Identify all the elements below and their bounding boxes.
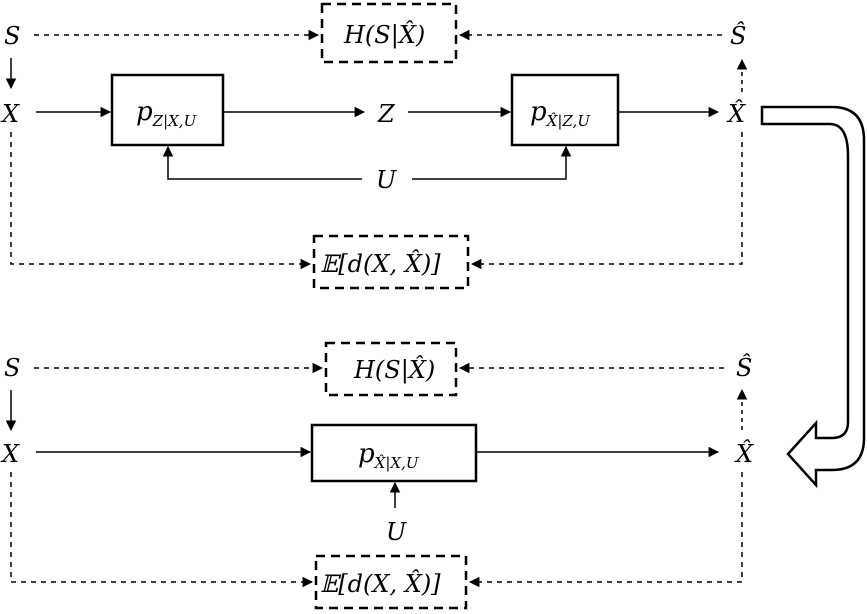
top-xhat-to-distortion-arrow (470, 132, 743, 270)
top-shared-label: U (376, 166, 397, 194)
bottom-distortion-label: 𝔼[d(X, X̂)] (320, 570, 441, 598)
bottom-mapping-label: pX̂|X,U (358, 439, 420, 472)
top-decoder-label: pX̂|Z,U (530, 97, 591, 130)
bottom-diagram: S X U X̂ Ŝ pX̂|X,U H(S|X̂) 𝔼[d(X, X̂)] (0, 341, 754, 610)
top-encoder-box (110, 73, 225, 147)
bottom-leakage-box (324, 341, 458, 397)
bottom-output-label: X̂ (734, 440, 754, 468)
transition-arrow (760, 105, 866, 489)
bottom-leakage-label: H(S|X̂) (353, 356, 435, 385)
bottom-source-label: S (4, 354, 20, 382)
top-distortion-box (312, 234, 470, 290)
top-latent-label: Z (377, 100, 396, 128)
top-diagram: S X Z U X̂ Ŝ pZ|X,U pX̂|Z,U H(S|X̂) 𝔼[d(… (0, 2, 748, 290)
bottom-mapping-box (310, 423, 478, 483)
bottom-distortion-box (314, 554, 468, 610)
top-distortion-label: 𝔼[d(X, X̂)] (320, 250, 441, 278)
bottom-input-label: X (0, 440, 20, 468)
top-u-to-encoder-arrow (162, 145, 362, 180)
bottom-xhat-to-distortion-arrow (468, 472, 743, 588)
top-encoder-label: pZ|X,U (136, 97, 198, 130)
top-input-label: X (0, 100, 20, 128)
top-u-to-decoder-arrow (412, 145, 572, 180)
top-estimate-label: Ŝ (730, 21, 746, 50)
top-output-label: X̂ (726, 100, 746, 128)
bottom-x-to-distortion-arrow (10, 472, 314, 588)
bottom-shared-label: U (386, 518, 407, 546)
top-leakage-label: H(S|X̂) (343, 21, 425, 50)
top-leakage-box (320, 2, 458, 64)
bottom-estimate-label: Ŝ (736, 353, 752, 382)
top-source-label: S (4, 22, 20, 50)
top-x-to-distortion-arrow (10, 132, 312, 270)
top-decoder-box (510, 73, 620, 147)
